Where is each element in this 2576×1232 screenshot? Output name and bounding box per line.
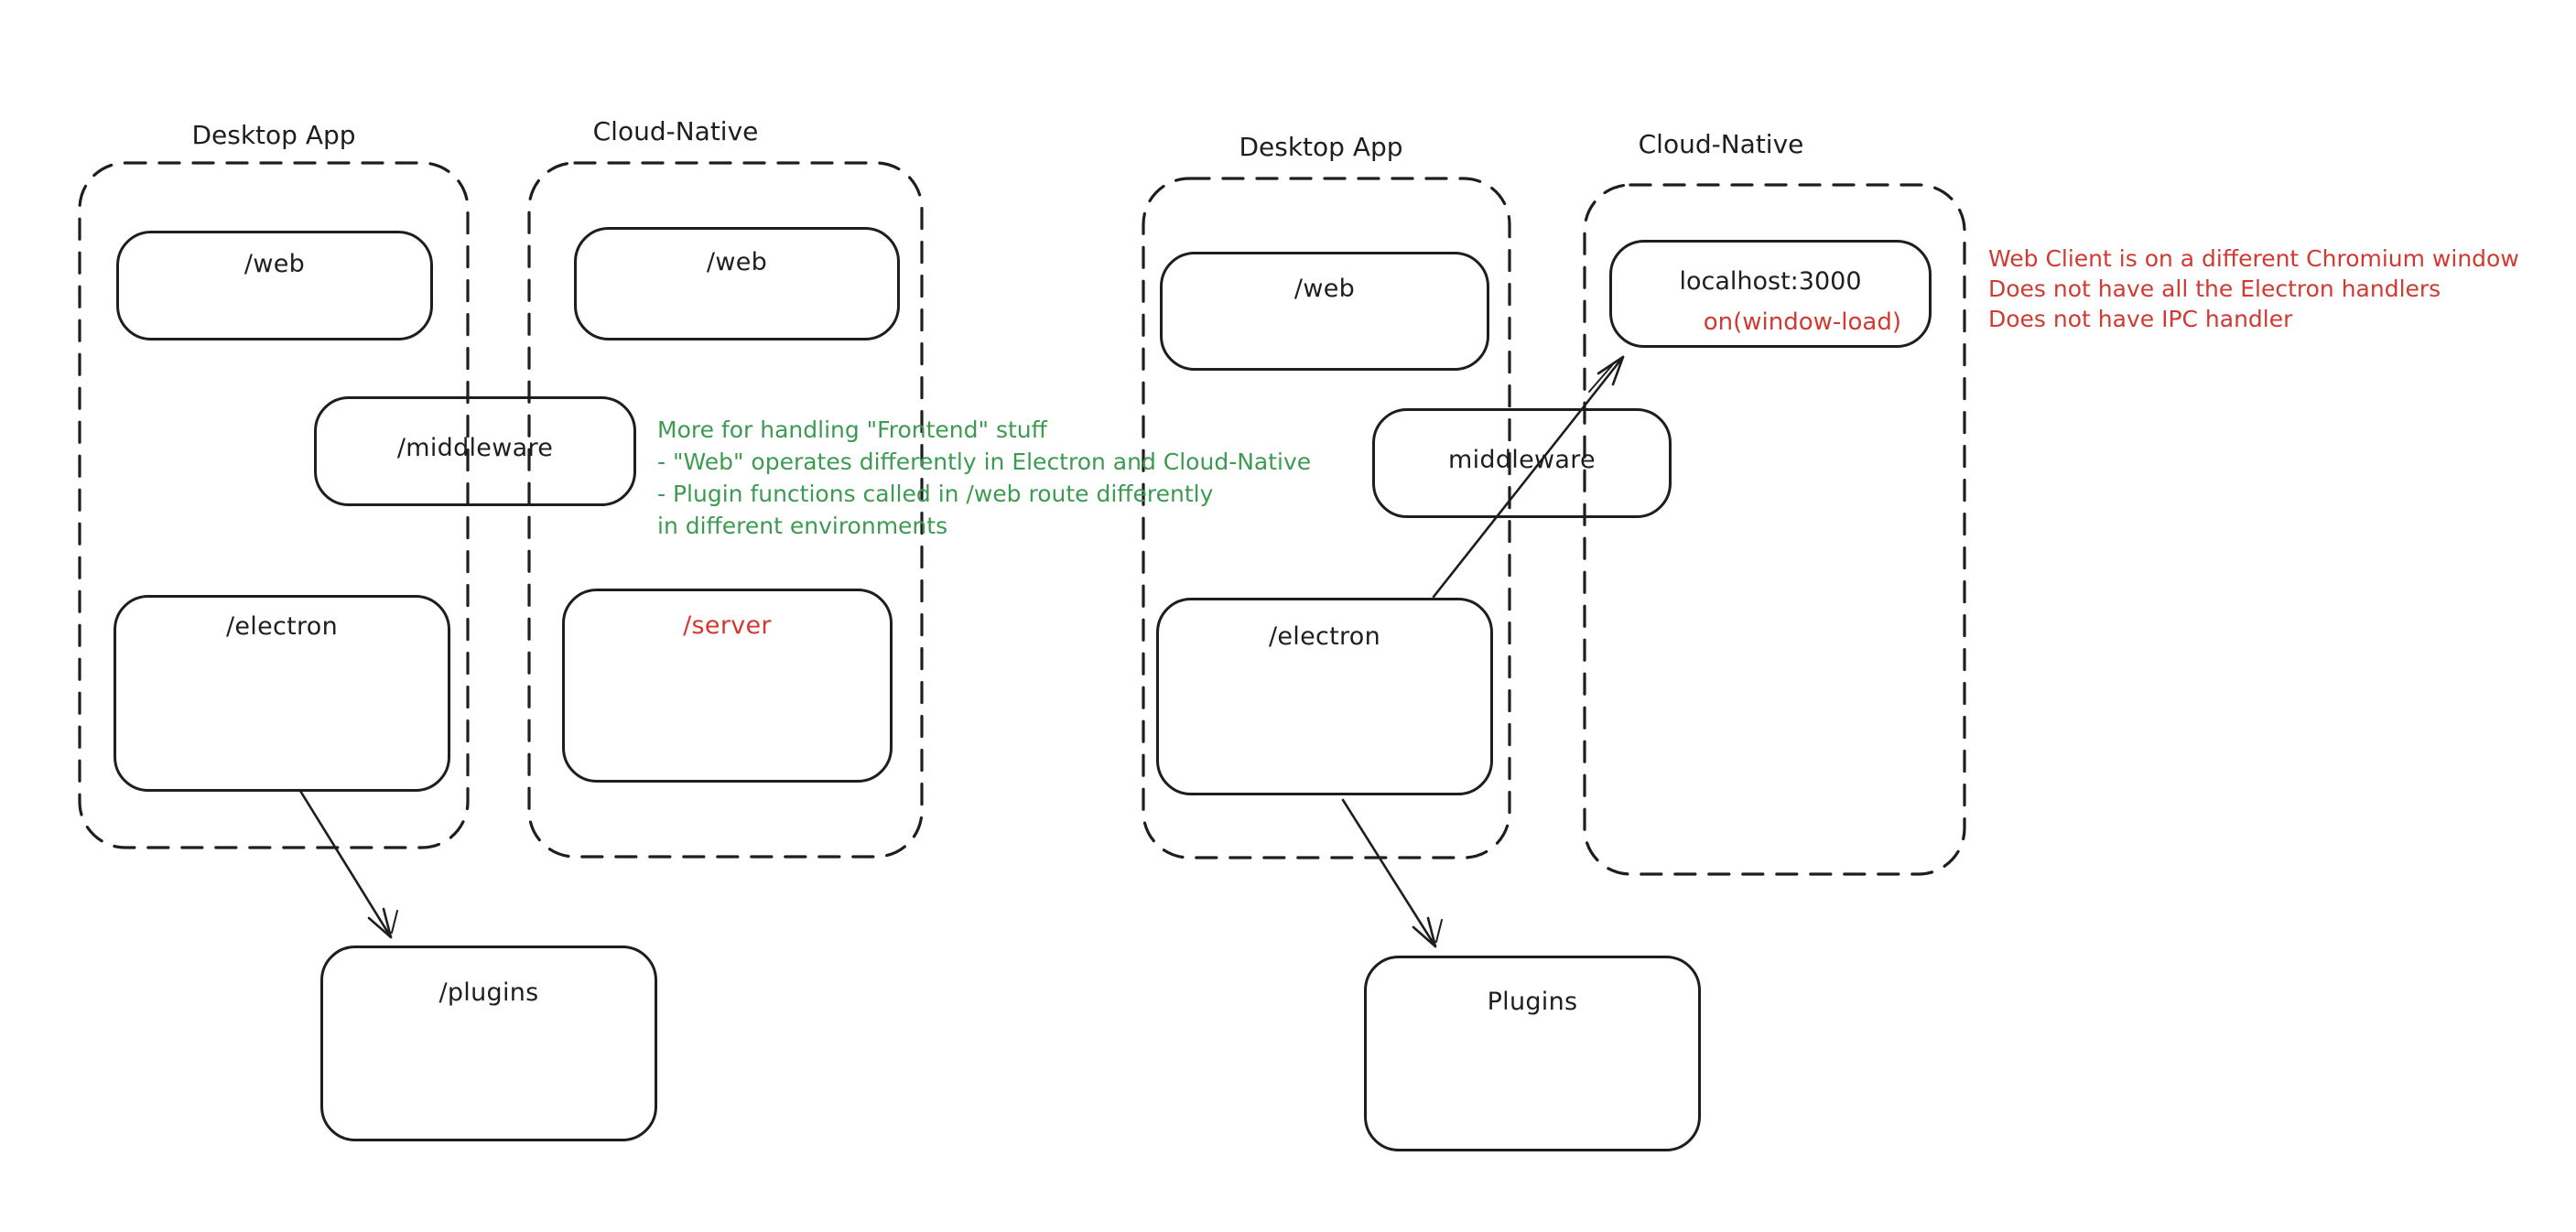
- annotation-line: Does not have IPC handler: [1988, 306, 2293, 332]
- annotation-line: - "Web" operates differently in Electron…: [657, 448, 1312, 475]
- node-web-cloud-left: /web: [574, 227, 900, 340]
- node-label: /web: [706, 248, 768, 276]
- annotation-red-note: Web Client is on a different Chromium wi…: [1988, 243, 2519, 334]
- node-plugins-left: /plugins: [320, 946, 657, 1141]
- node-label: localhost:3000: [1679, 266, 1862, 296]
- node-sublabel-on-window-load: on(window-load): [1703, 308, 1901, 336]
- node-middleware-left: /middleware: [314, 396, 636, 506]
- node-label: /plugins: [438, 978, 539, 1007]
- node-localhost-right: localhost:3000 on(window-load): [1609, 240, 1932, 348]
- annotation-green-note: More for handling "Frontend" stuff - "We…: [657, 414, 1311, 542]
- group-label-cloud-left: Cloud-Native: [592, 116, 759, 146]
- group-label-desktop-left: Desktop App: [191, 120, 356, 150]
- node-web-right: /web: [1160, 252, 1489, 371]
- arrow-electron-to-plugins-left: [298, 789, 398, 939]
- node-label: /electron: [225, 612, 339, 641]
- annotation-line: - Plugin functions called in /web route …: [657, 481, 1214, 507]
- node-label: /middleware: [396, 434, 554, 462]
- annotation-line: in different environments: [657, 513, 948, 539]
- node-label: /server: [683, 611, 772, 640]
- node-label: middleware: [1448, 446, 1596, 474]
- node-web-desktop-left: /web: [116, 231, 433, 340]
- annotation-line: Web Client is on a different Chromium wi…: [1988, 245, 2519, 272]
- node-middleware-right: middleware: [1372, 408, 1672, 518]
- annotation-line: More for handling "Frontend" stuff: [657, 416, 1047, 443]
- annotation-line: Does not have all the Electron handlers: [1988, 276, 2441, 302]
- group-label-cloud-right: Cloud-Native: [1638, 129, 1804, 159]
- node-electron-right: /electron: [1156, 598, 1493, 795]
- group-label-desktop-right: Desktop App: [1239, 132, 1403, 162]
- node-server-left: /server: [562, 589, 893, 783]
- node-label: /electron: [1268, 622, 1381, 651]
- arrow-electron-to-plugins-right: [1341, 798, 1443, 948]
- node-label: /web: [244, 250, 306, 278]
- node-label: /web: [1293, 275, 1356, 303]
- node-plugins-right: Plugins: [1364, 956, 1701, 1151]
- node-label: Plugins: [1487, 988, 1578, 1016]
- node-electron-left: /electron: [114, 595, 450, 792]
